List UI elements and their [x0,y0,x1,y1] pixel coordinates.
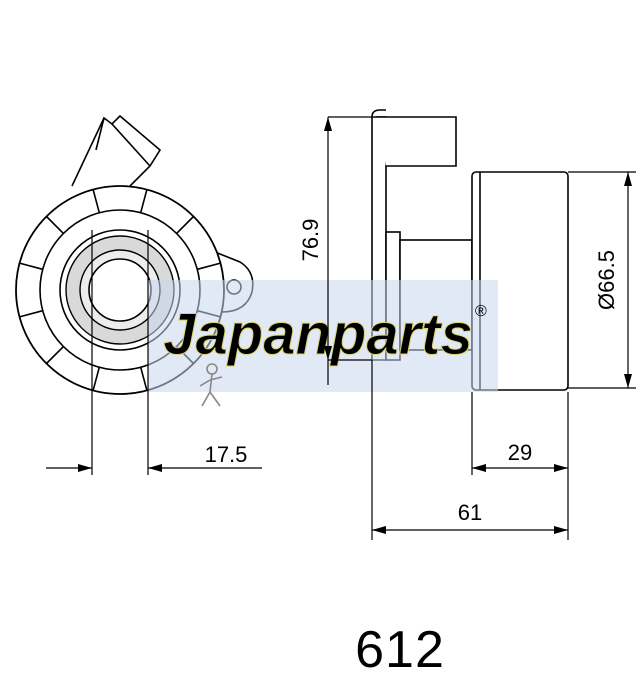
rib-line [139,189,148,213]
runner-figure-icon [199,363,223,407]
watermark-band [148,280,498,392]
rib-line [19,309,43,318]
dimension-label-height: 76.9 [298,219,323,262]
rib-line [45,346,64,365]
rib-line [19,262,43,271]
rib-line [197,262,221,271]
dimension-arrows [78,117,632,534]
dimension-label-diameter: Ø66.5 [594,250,619,310]
rib-line [92,367,101,391]
bearing [65,235,175,345]
rib-line [45,215,64,234]
rib-line [139,367,148,391]
dimension-label-offset: 17.5 [205,442,248,467]
watermark: Japanparts ® [148,280,498,407]
dimension-label-total-width: 61 [458,500,482,525]
registered-mark: ® [475,303,487,320]
part-number: 612 [355,621,445,679]
rib-line [176,215,195,234]
dimension-lines [46,116,636,540]
rib-group [19,189,221,391]
dimension-label-pulley-width: 29 [508,440,532,465]
watermark-brand-text: Japanparts [163,302,472,367]
rib-line [92,189,101,213]
